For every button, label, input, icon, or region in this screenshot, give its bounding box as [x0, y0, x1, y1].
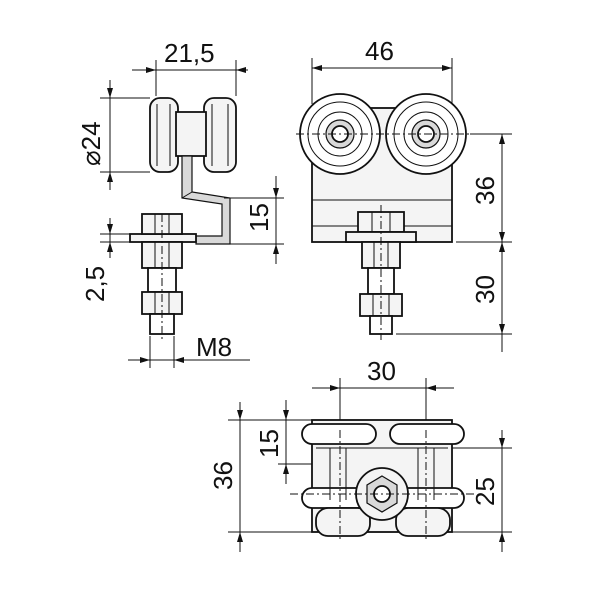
side-roller-left — [149, 97, 179, 173]
dim-top-depth-right: 25 — [470, 477, 500, 506]
top-view: 30 36 15 25 — [208, 356, 512, 552]
dim-front-width: 46 — [365, 36, 394, 66]
dim-top-width: 30 — [367, 356, 396, 386]
top-roller-front-left — [301, 423, 377, 445]
dim-front-height-upper: 36 — [470, 176, 500, 205]
front-view: 46 36 30 — [296, 36, 512, 352]
side-washer — [129, 233, 197, 243]
dim-washer-thickness: 2,5 — [80, 266, 110, 302]
dim-bracket-height: 15 — [244, 203, 274, 232]
top-roller-front-right — [389, 423, 465, 445]
dim-front-height-lower: 30 — [470, 275, 500, 304]
dim-side-width: 21,5 — [164, 38, 215, 68]
dim-thread: M8 — [196, 332, 232, 362]
dim-roller-diameter: ⌀24 — [76, 121, 106, 166]
dim-top-depth-left: 36 — [208, 461, 238, 490]
top-wheel-left — [315, 507, 371, 537]
side-bracket — [181, 155, 231, 245]
dim-top-inner: 15 — [254, 429, 284, 458]
side-roller-right — [203, 97, 237, 173]
side-roller-axle — [175, 111, 207, 157]
side-view: 21,5 ⌀24 15 2,5 M8 — [76, 38, 284, 368]
top-wheel-right — [395, 507, 451, 537]
